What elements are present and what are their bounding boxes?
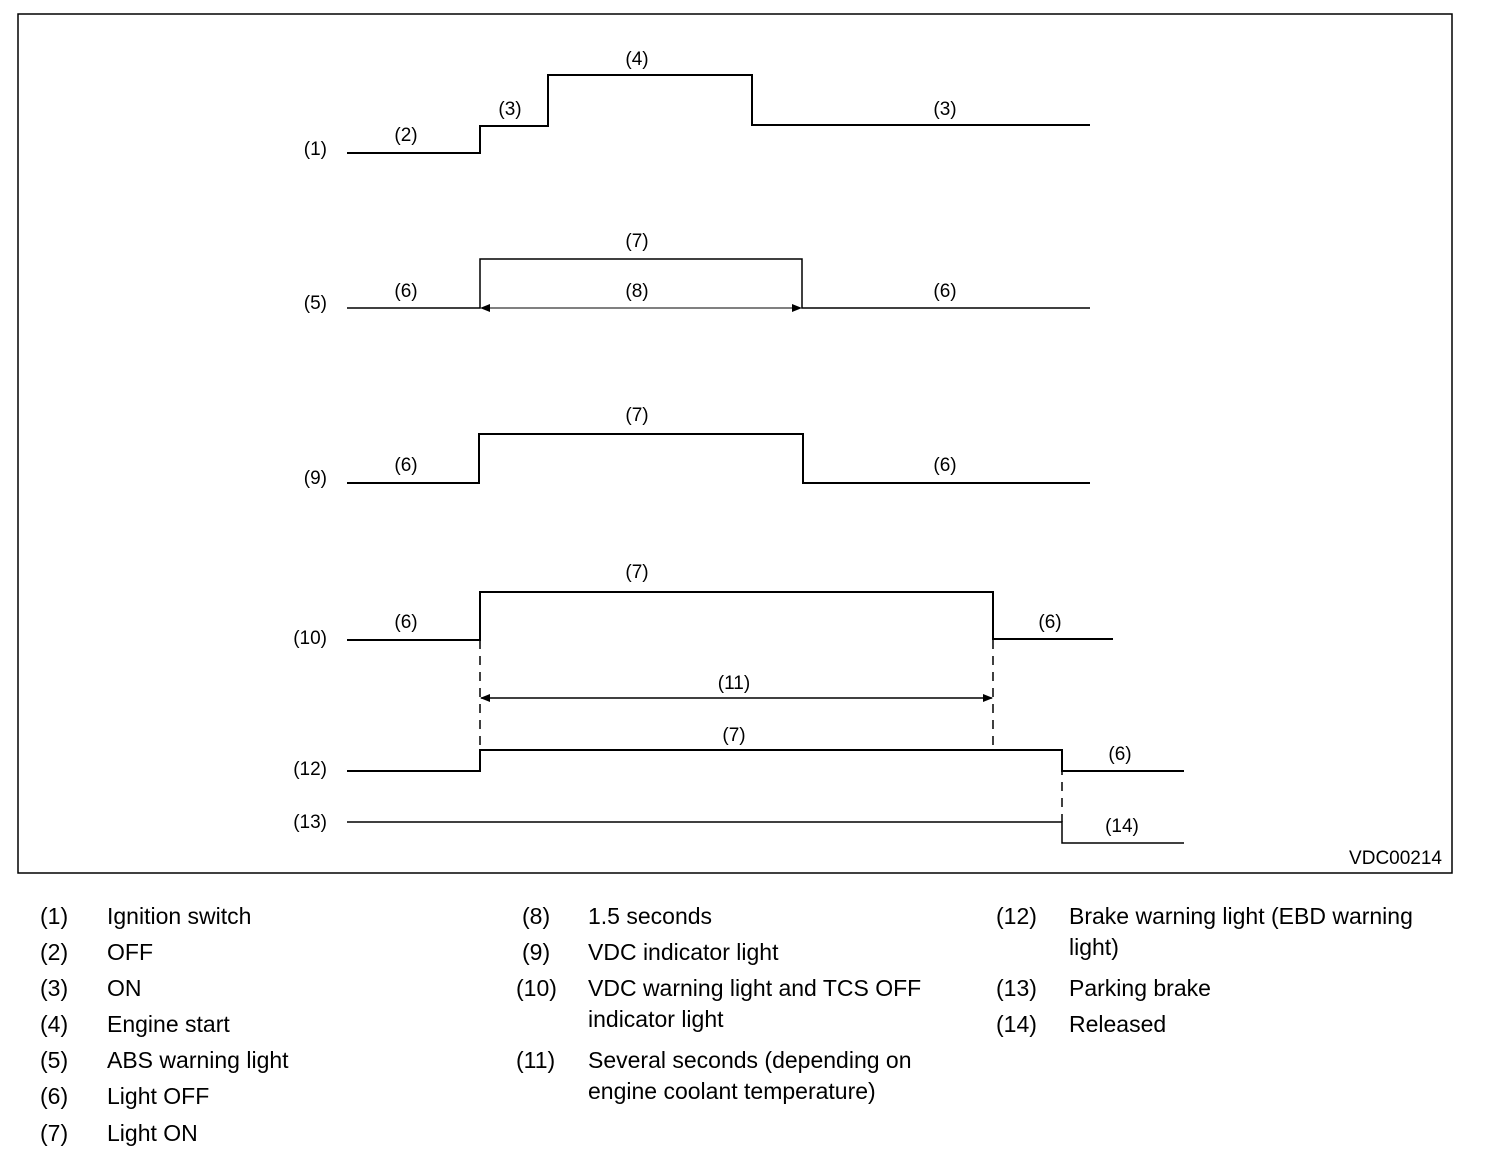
legend-description: Brake warning light (EBD warning light) — [1069, 903, 1413, 960]
legend-description: ABS warning light — [107, 1047, 289, 1073]
segment-label-light-off: (6) — [1108, 744, 1131, 765]
legend-description: VDC indicator light — [588, 939, 779, 965]
legend-description: Released — [1069, 1011, 1167, 1037]
vdc-indicator-light-waveform — [347, 433, 1090, 484]
legend-number: (7) — [40, 1120, 69, 1146]
legend-column-3: (12) Brake warning light (EBD warning li… — [996, 901, 1466, 1151]
legend-number: (5) — [40, 1047, 69, 1073]
segment-label-light-off-2: (6) — [933, 455, 956, 476]
row-label-brake-warning-light: (12) — [293, 759, 327, 780]
diagram-frame — [17, 13, 1453, 874]
legend-number: (1) — [40, 903, 69, 929]
segment-label-light-off: (6) — [394, 281, 417, 302]
parking-brake-waveform — [347, 821, 1184, 844]
legend-number: (12) — [996, 903, 1037, 929]
legend-number: (2) — [40, 939, 69, 965]
segment-label-off: (2) — [394, 125, 417, 146]
abs-warning-light-waveform — [347, 258, 1090, 309]
ignition-switch-waveform — [347, 74, 1090, 154]
legend-number: (8) — [522, 903, 551, 929]
row-label-abs-warning-light: (5) — [304, 293, 327, 314]
segment-label-light-off-2: (6) — [1038, 612, 1061, 633]
legend-number: (10) — [516, 975, 557, 1001]
legend-number: (13) — [996, 975, 1037, 1001]
segment-label-several-seconds: (11) — [718, 673, 750, 694]
legend-description: Several seconds (depending on engine coo… — [588, 1047, 912, 1104]
legend-description: OFF — [107, 939, 153, 965]
legend-column-1: (1) Ignition switch (2) OFF (3) ON (4) E… — [40, 901, 480, 1151]
legend-column-2: (8) 1.5 seconds (9) VDC indicator light … — [516, 901, 966, 1151]
segment-label-released: (14) — [1105, 816, 1139, 837]
segment-label-engine-start: (4) — [625, 49, 648, 70]
legend-number: (4) — [40, 1011, 69, 1037]
segment-label-light-on: (7) — [625, 231, 648, 252]
legend-number: (6) — [40, 1083, 69, 1109]
row-label-ignition-switch: (1) — [304, 139, 327, 160]
legend-number: (11) — [516, 1047, 556, 1073]
legend-description: Ignition switch — [107, 903, 252, 929]
segment-label-light-off: (6) — [394, 455, 417, 476]
row-label-parking-brake: (13) — [293, 812, 327, 833]
legend-description: VDC warning light and TCS OFF indicator … — [588, 975, 922, 1032]
vdc-warning-light-waveform — [347, 591, 1113, 641]
legend-description: 1.5 seconds — [588, 903, 713, 929]
segment-label-light-on: (7) — [722, 725, 745, 746]
brake-warning-light-waveform — [347, 749, 1184, 772]
legend-description: ON — [107, 975, 142, 1001]
row-label-vdc-indicator-light: (9) — [304, 468, 327, 489]
segment-label-on: (3) — [498, 99, 521, 120]
segment-label-light-off: (6) — [394, 612, 417, 633]
legend-number: (9) — [522, 939, 551, 965]
segment-label-light-on: (7) — [625, 405, 648, 426]
legend-description: Parking brake — [1069, 975, 1211, 1001]
figure-code: VDC00214 — [1349, 848, 1442, 869]
legend-description: Engine start — [107, 1011, 230, 1037]
legend-number: (14) — [996, 1011, 1037, 1037]
segment-label-1-5-seconds: (8) — [625, 281, 648, 302]
legend-description: Light ON — [107, 1120, 198, 1146]
legend-number: (3) — [40, 975, 69, 1001]
legend-description: Light OFF — [107, 1083, 210, 1109]
segment-label-light-on: (7) — [625, 562, 648, 583]
segment-label-on-2: (3) — [933, 99, 956, 120]
timing-diagram: (1) (2) (3) (4) (3) (5) (6) (7) (8) (6) … — [17, 13, 1453, 874]
row-label-vdc-warning-light: (10) — [293, 628, 327, 649]
segment-label-light-off-2: (6) — [933, 281, 956, 302]
